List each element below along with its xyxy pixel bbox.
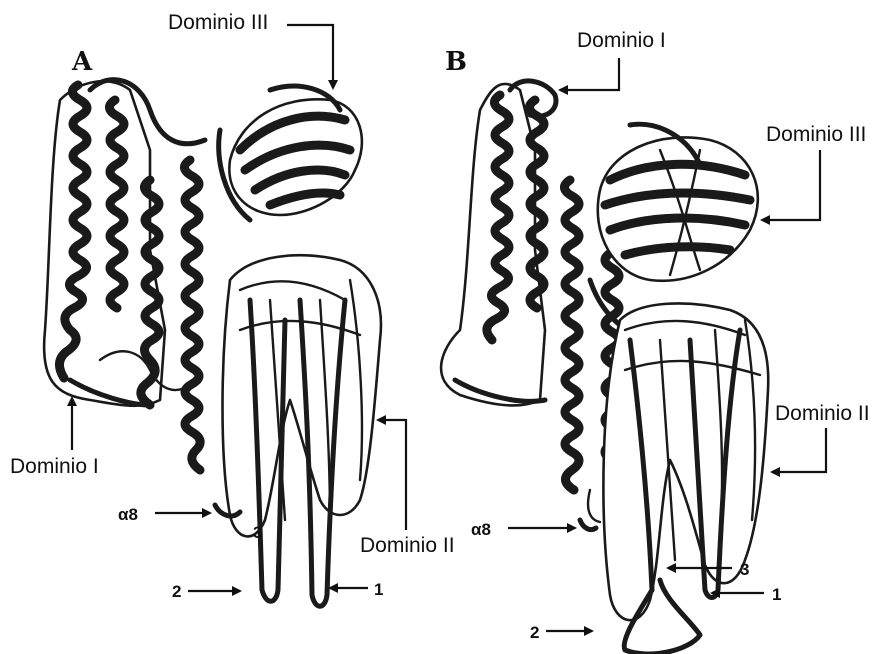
panel-b-letter: B (445, 47, 467, 77)
panel-b-domain-i-structure (441, 81, 619, 522)
panel-a-domain-ii-structure (215, 255, 381, 606)
panel-a-label-strand-1: 1 (374, 580, 383, 599)
panel-b-annotation-strand-1: 1 (712, 585, 781, 604)
panel-a-annotation-domain-iii: Dominio III (168, 11, 333, 88)
panel-a-annotation-alpha8: α8 (118, 505, 210, 524)
panel-b-annotation-alpha8: α8 (471, 520, 575, 539)
panel-a-letter: A (71, 47, 93, 77)
panel-a-annotation-domain-i: Dominio I (10, 398, 99, 478)
panel-a-label-domain-i: Dominio I (10, 455, 99, 478)
panel-a-annotation-strand-2: 2 (172, 582, 240, 601)
panel-b-label-alpha8: α8 (471, 520, 491, 539)
panel-b: B (441, 29, 869, 654)
panel-a-label-domain-iii: Dominio III (168, 11, 268, 34)
panel-b-label-strand-3: 3 (740, 560, 749, 579)
panel-b-annotation-domain-iii: Dominio III (762, 123, 866, 220)
panel-a-label-domain-ii: Dominio II (360, 534, 455, 557)
panel-a-annotation-strand-1: 1 (330, 580, 383, 599)
panel-b-label-strand-1: 1 (772, 585, 781, 604)
panel-b-annotation-strand-2: 2 (530, 623, 592, 642)
panel-b-label-domain-i: Dominio I (577, 29, 666, 52)
panel-a-domain-i-structure (44, 80, 205, 470)
panel-b-annotation-domain-ii: Dominio II (772, 402, 870, 472)
panel-a: A (10, 11, 455, 606)
panel-a-annotation-domain-ii: Dominio II (360, 420, 455, 557)
panel-a-label-strand-2: 2 (172, 582, 181, 601)
panel-b-label-domain-iii: Dominio III (766, 123, 866, 146)
panel-b-label-strand-2: 2 (530, 623, 539, 642)
panel-b-annotation-domain-i: Dominio I (560, 29, 666, 90)
panel-a-domain-iii-structure (219, 86, 362, 220)
panel-a-label-strand-3: 3 (253, 523, 262, 542)
panel-b-label-domain-ii: Dominio II (775, 402, 870, 425)
panel-a-label-alpha8: α8 (118, 505, 138, 524)
